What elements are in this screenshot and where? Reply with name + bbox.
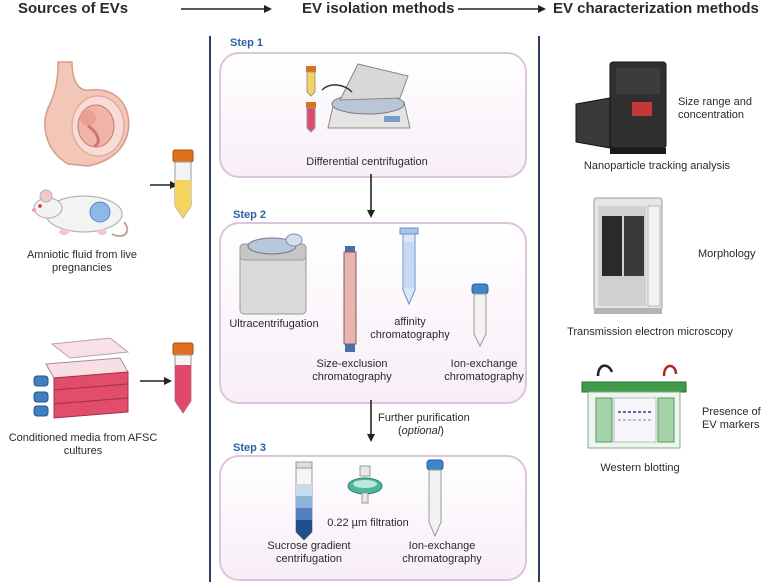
arrow-to-media-tube-icon (140, 377, 172, 385)
arrow-step1-to-step2-icon (367, 174, 375, 218)
size-exclusion-label: Size-exclusion chromatography (312, 358, 392, 383)
header-sources: Sources of EVs (18, 0, 129, 17)
header-isolation: EV isolation methods (302, 0, 455, 17)
step-2-title: Step 2 (233, 209, 267, 221)
sucrose-gradient-tube-icon (295, 461, 313, 541)
further-purification-text: Further purification (378, 412, 470, 424)
tem-measures-label: Morphology (698, 248, 756, 260)
arrow-step2-to-step3-icon (367, 400, 375, 442)
amniotic-fluid-label: Amniotic fluid from live pregnancies (26, 249, 138, 274)
header-arrow-1-icon (181, 5, 272, 13)
size-exclusion-column-icon (343, 246, 357, 352)
conditioned-media-tube-icon (172, 342, 194, 414)
header-characterization: EV characterization methods (553, 0, 759, 17)
ultracentrifuge-icon (239, 233, 307, 315)
affinity-column-icon (399, 227, 419, 306)
electron-microscope-icon (593, 197, 663, 314)
centrifuge-icon (306, 63, 411, 133)
ultracentrifugation-label: Ultracentrifugation (229, 318, 319, 330)
tem-method-label: Transmission electron microscopy (567, 326, 733, 338)
ion-exchange-label-step2: Ion-exchange chromatography (444, 358, 524, 383)
ion-exchange-label-step3: Ion-exchange chromatography (402, 540, 482, 565)
nta-method-label: Nanoparticle tracking analysis (583, 160, 731, 172)
pregnancy-icon (44, 61, 130, 167)
conditioned-media-label: Conditioned media from AFSC cultures (8, 432, 158, 457)
differential-centrifugation-label: Differential centrifugation (306, 156, 428, 168)
arrow-to-fluid-tube-icon (150, 181, 178, 189)
header-arrows (181, 5, 546, 13)
filtration-label: 0.22 µm filtration (327, 517, 409, 529)
ion-exchange-column-step3-icon (426, 459, 444, 538)
step-3-title: Step 3 (233, 442, 267, 454)
ion-exchange-column-icon (471, 283, 489, 348)
syringe-filter-icon (347, 465, 383, 504)
optional-text: optional (401, 425, 441, 437)
western-blot-apparatus-icon (581, 364, 687, 449)
amniotic-fluid-tube-icon (172, 149, 194, 219)
nanoparticle-tracking-instrument-icon (575, 61, 667, 154)
wb-measures-label: Presence of EV markers (702, 406, 761, 431)
nta-measures-label: Size range and concentration (678, 96, 752, 121)
optional-note: (optional) (398, 425, 444, 437)
cell-culture-flasks-icon (33, 337, 130, 419)
affinity-chromatography-label: affinity chromatography (370, 316, 450, 341)
header-arrow-2-icon (458, 5, 546, 13)
sucrose-gradient-label: Sucrose gradient centrifugation (267, 540, 351, 565)
wb-method-label: Western blotting (600, 462, 680, 474)
step-3-box (219, 455, 527, 581)
mouse-icon (32, 189, 129, 238)
step-1-title: Step 1 (230, 37, 264, 49)
further-purification-label: Further purification (optional) (378, 412, 504, 438)
